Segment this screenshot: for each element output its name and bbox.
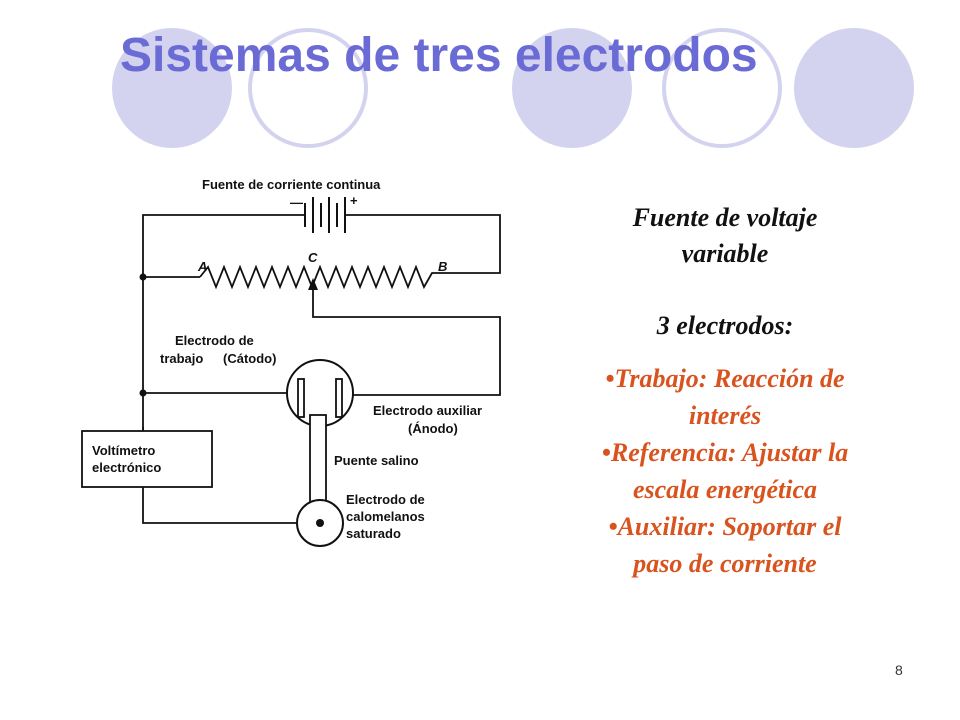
working-electrode-label-2: trabajo [160, 351, 203, 366]
minus-sign: — [290, 195, 303, 210]
slide-title: Sistemas de tres electrodos [120, 29, 758, 82]
electrodes-heading: 3 electrodos: [656, 311, 794, 340]
wire-top-left [142, 214, 305, 277]
bullet-referencia-line2: escala energética [632, 475, 818, 504]
point-a-label: A [197, 259, 207, 274]
deco-circle-5 [794, 28, 914, 148]
power-source-label: Fuente de corriente continua [202, 177, 381, 192]
working-electrode [297, 378, 305, 418]
wire-left-bus [142, 277, 320, 524]
notes-heading-line2: variable [681, 239, 769, 268]
wire-top-right [345, 214, 501, 274]
deco-circle-2 [248, 28, 368, 148]
voltmeter-label-1: Voltímetro [92, 443, 155, 458]
bullet-auxiliar-line1: •Auxiliar: Soportar el [608, 512, 842, 541]
junction-dot-a [139, 273, 147, 281]
three-electrode-circuit-diagram: Fuente de corriente continua — + A B C E… [81, 177, 501, 547]
notes-panel: Fuente de voltaje variable 3 electrodos:… [560, 200, 890, 582]
salt-bridge-label: Puente salino [334, 453, 419, 468]
point-c-label: C [308, 250, 318, 265]
bullet-referencia-line1: •Referencia: Ajustar la [601, 438, 849, 467]
aux-electrode-label-2: (Ánodo) [408, 421, 458, 436]
aux-electrode [335, 378, 343, 418]
deco-circle-4 [662, 28, 782, 148]
reference-electrode-label-2: calomelanos [346, 509, 425, 524]
bullet-trabajo-line1: •Trabajo: Reacción de [605, 364, 845, 393]
reference-electrode-dot [316, 519, 324, 527]
reference-electrode-label-3: saturado [346, 526, 401, 541]
bullet-trabajo-line2: interés [688, 401, 762, 430]
voltmeter-box [81, 430, 213, 488]
junction-dot-working [139, 389, 147, 397]
aux-electrode-label-1: Electrodo auxiliar [373, 403, 482, 418]
deco-circle-3 [512, 28, 632, 148]
salt-bridge [309, 414, 327, 512]
voltmeter-label-2: electrónico [92, 460, 161, 475]
deco-circle-1 [112, 28, 232, 148]
working-electrode-label-1: Electrodo de [175, 333, 254, 348]
page-number: 8 [895, 662, 903, 678]
point-b-label: B [438, 259, 447, 274]
bullet-auxiliar-line2: paso de corriente [633, 549, 817, 578]
battery-symbol [304, 197, 346, 233]
resistor-zigzag [199, 264, 438, 290]
wire-slider-lead [312, 288, 501, 396]
notes-heading-line1: Fuente de voltaje [632, 203, 818, 232]
plus-sign: + [350, 193, 358, 208]
slider-arrow-icon [308, 278, 318, 290]
reference-electrode-label-1: Electrodo de [346, 492, 425, 507]
working-electrode-label-2b: (Cátodo) [223, 351, 276, 366]
